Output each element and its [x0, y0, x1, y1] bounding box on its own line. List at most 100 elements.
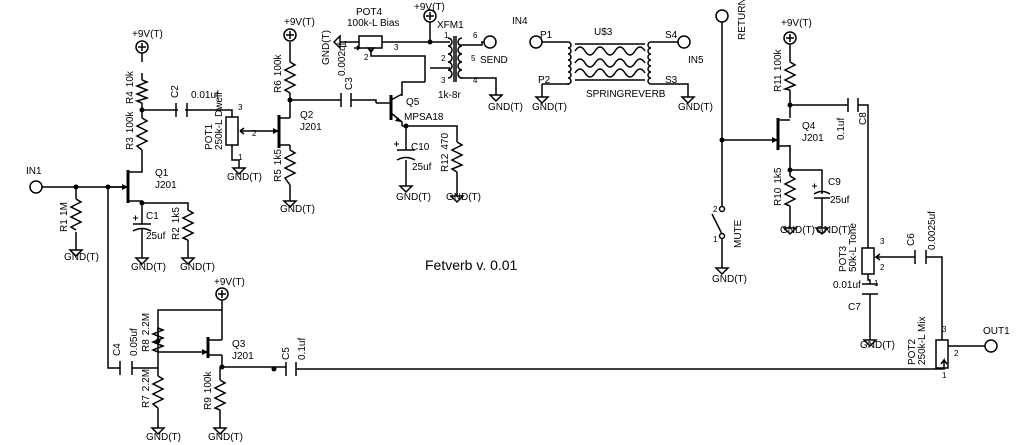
pin-number: 3: [238, 103, 243, 112]
ground-s3-icon: [680, 96, 696, 105]
r3-label: R3100k: [125, 111, 136, 150]
supply-label: +9V(T): [414, 2, 445, 13]
junction-dot: [719, 137, 725, 143]
resistor-r4: [134, 79, 150, 104]
capacitors: [119, 93, 927, 376]
c9-ref: C9: [828, 177, 841, 188]
r6-label: R6100k: [273, 54, 284, 93]
ground-label: GND(T): [712, 274, 747, 285]
pot2-label: POT2250k-L Mix: [907, 316, 928, 365]
transistors: [108, 93, 790, 358]
ground-label: GND(T): [64, 252, 99, 263]
q1-type: J201: [155, 180, 177, 191]
ground-label: GND(T): [131, 262, 166, 273]
bjt-q5: [383, 93, 403, 126]
supply-symbols: [135, 9, 797, 301]
pin-number: 2: [364, 53, 369, 62]
pot-pot2[interactable]: [935, 339, 950, 370]
c7-value: 0.01uf: [833, 280, 861, 291]
tank-name: U$3: [594, 27, 613, 38]
pot-pot1[interactable]: [225, 116, 245, 146]
in1-label: IN1: [26, 166, 42, 177]
send-pad[interactable]: [483, 35, 497, 49]
in4-label: IN4: [512, 16, 528, 27]
tank-pin: S4: [665, 30, 678, 41]
xfm-pin: 6: [473, 31, 478, 40]
tank-pin: P1: [540, 30, 553, 41]
junction-dot: [73, 184, 79, 190]
xfm-pin: 1: [444, 31, 449, 40]
c9-value: 25uf: [830, 195, 850, 206]
c10-ref: C10: [411, 142, 430, 153]
ground-pot1-icon: [231, 167, 247, 176]
c1-ref: C1: [146, 211, 159, 222]
q5-ref: Q5: [406, 97, 420, 108]
c4-value: 0.05uf: [129, 328, 140, 356]
in5-pad[interactable]: [677, 35, 691, 49]
ground-p2-icon: [534, 96, 550, 105]
pin-number: 1: [874, 279, 879, 288]
supply-q4-icon: [783, 31, 797, 45]
r10-label: R101k5: [773, 167, 784, 206]
ground-label: GND(T): [280, 204, 315, 215]
resistors: [69, 61, 797, 411]
r5-label: R51k5: [273, 149, 284, 182]
in1-pad[interactable]: [29, 180, 43, 194]
pot-pot4[interactable]: [354, 35, 383, 54]
pin-number: 3: [394, 43, 399, 52]
capacitor-c8: [847, 98, 859, 112]
q4-type: J201: [802, 133, 824, 144]
mute-switch[interactable]: [711, 205, 726, 240]
in4-pad[interactable]: [529, 35, 543, 49]
resistor-r1: [69, 198, 83, 231]
in5-label: IN5: [688, 55, 704, 66]
c7-ref: C7: [848, 302, 861, 313]
return-pad[interactable]: [715, 9, 729, 23]
resistor-r7: [151, 375, 165, 409]
q3-ref: Q3: [232, 339, 246, 350]
junction-dot: [271, 366, 277, 372]
r12-label: R12470: [440, 133, 451, 172]
jfet-q3: [202, 337, 222, 358]
resistor-r10: [783, 175, 797, 207]
junction-dot: [427, 39, 433, 45]
ground-c7-icon: [862, 339, 878, 348]
r4-label: R410k: [125, 70, 136, 104]
resistor-r9: [213, 379, 227, 411]
ground-label: GND(T): [860, 340, 895, 351]
q1-ref: Q1: [155, 168, 169, 179]
ground-label: GND(T): [780, 225, 815, 236]
c6-label: C6: [906, 233, 917, 246]
pin-number: 1: [343, 40, 348, 49]
jfet-q1: [108, 170, 133, 203]
return-label: RETURN: [737, 0, 748, 40]
ground-label: GND(T): [146, 432, 181, 443]
c2-value: 0.01uf: [191, 90, 219, 101]
ground-r9-icon: [212, 427, 228, 436]
capacitor-c10: [394, 141, 416, 161]
r2-label: R21k5: [171, 207, 182, 240]
out1-label: OUT1: [983, 326, 1010, 337]
out1-pad[interactable]: [984, 339, 998, 353]
resistor-r2: [181, 209, 195, 241]
ground-label: GND(T): [396, 192, 431, 203]
ground-label: GND(T): [321, 30, 332, 65]
xfm-ratio: 1k-8r: [438, 90, 461, 101]
capacitor-c9: [812, 182, 831, 208]
c4-label: C4: [112, 343, 123, 356]
resistor-r11: [782, 61, 797, 91]
ground-r2-icon: [180, 257, 196, 266]
q2-ref: Q2: [300, 110, 314, 121]
supply-label: +9V(T): [132, 29, 163, 40]
ground-pot4-icon: [332, 34, 341, 50]
supply-q2-icon: [283, 28, 297, 42]
junction-dot: [139, 200, 145, 206]
pin-number: 3: [880, 237, 885, 246]
pin-number: 2: [252, 129, 257, 138]
ground-r10-icon: [782, 227, 798, 236]
q3-type: J201: [232, 351, 254, 362]
mute-pin: 1: [713, 235, 718, 244]
xfm-pin: 4: [473, 76, 478, 85]
q2-type: J201: [300, 122, 322, 133]
pot-pot3[interactable]: [861, 247, 881, 275]
